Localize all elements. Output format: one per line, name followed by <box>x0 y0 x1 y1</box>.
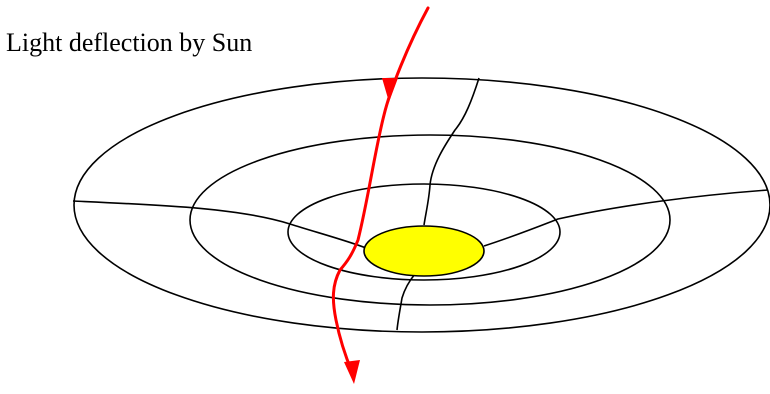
middle-ring <box>189 134 671 306</box>
inner-ring <box>287 183 561 281</box>
grid-line-right <box>483 189 769 247</box>
outer-ring <box>73 77 770 333</box>
light-ray <box>331 6 430 374</box>
sun <box>363 225 485 277</box>
light-ray-arrow-bottom <box>344 360 360 384</box>
grid-line-left <box>72 200 367 249</box>
diagram-title: Light deflection by Sun <box>6 28 253 57</box>
grid-line-top <box>423 77 480 226</box>
grid-line-bottom <box>396 273 416 331</box>
light-ray-arrow-top <box>382 78 398 102</box>
